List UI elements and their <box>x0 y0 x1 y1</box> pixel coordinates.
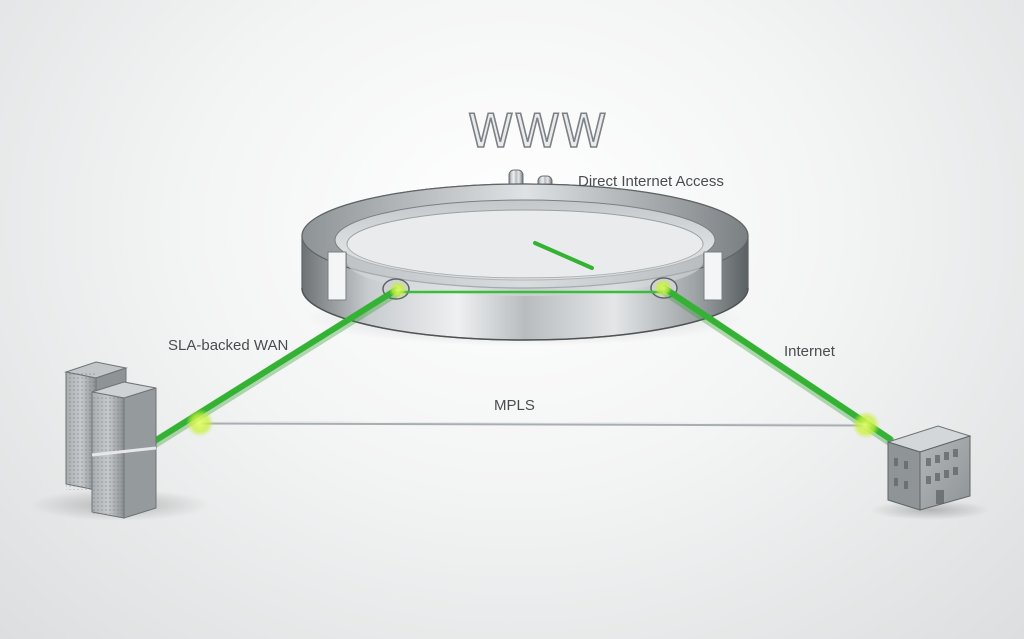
mpls-link <box>199 421 867 427</box>
building-shadow <box>870 500 990 520</box>
node-glows <box>186 279 880 439</box>
node-glow-right-port <box>654 279 672 297</box>
label-internet: Internet <box>784 343 835 360</box>
node-glow-datacenter <box>186 409 214 437</box>
server-rack-icon <box>64 361 157 519</box>
building-icon <box>886 425 972 511</box>
gateway-ring-icon <box>301 183 749 341</box>
node-glow-branch <box>852 411 880 439</box>
label-mpls: MPLS <box>494 397 535 414</box>
dia-link <box>533 241 594 270</box>
internet-link <box>661 285 893 442</box>
mpls-link-highlight <box>199 421 867 425</box>
node-glow-left-port <box>389 281 407 299</box>
label-direct-internet-access: Direct Internet Access <box>578 173 724 190</box>
label-sla-backed-wan: SLA-backed WAN <box>168 337 289 354</box>
www-title: WWW <box>467 103 608 159</box>
